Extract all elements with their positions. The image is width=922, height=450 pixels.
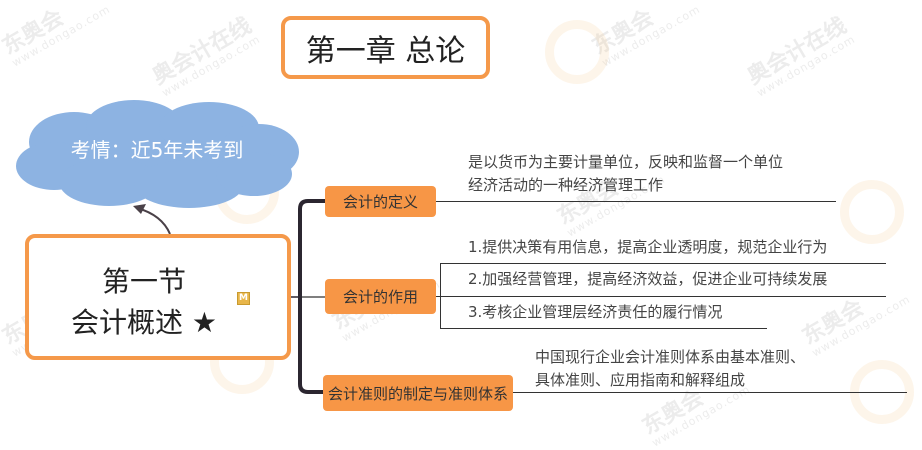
- topic-label: 会计的定义: [342, 193, 418, 211]
- exam-info-text: 考情：近5年未考到: [70, 138, 244, 162]
- function-item-1: 1.提供决策有用信息，提高企业透明度，规范企业行为: [468, 238, 828, 256]
- function-1-underline: [440, 263, 886, 264]
- chapter-title-node[interactable]: 第一章 总论: [281, 16, 490, 79]
- topic-connector: [436, 201, 836, 202]
- memo-icon[interactable]: M: [237, 292, 250, 305]
- definition-detail-line-2: 经济活动的一种经济管理工作: [468, 176, 664, 194]
- topic-connector: [436, 296, 441, 297]
- topic-connector: [513, 392, 907, 393]
- topic-connector: [440, 263, 441, 328]
- section-number: 第一节: [101, 265, 186, 298]
- chapter-title: 第一章 总论: [305, 33, 466, 69]
- topic-accounting-functions[interactable]: 会计的作用: [325, 279, 436, 314]
- function-3-underline: [440, 328, 767, 329]
- cloud-shape-icon: [16, 100, 299, 208]
- topic-label: 会计的作用: [342, 288, 418, 306]
- topic-accounting-standards[interactable]: 会计准则的制定与准则体系: [323, 375, 513, 411]
- standards-detail-line-2: 具体准则、应用指南和解释组成: [535, 371, 746, 389]
- definition-detail-line-1: 是以货币为主要计量单位，反映和监督一个单位: [468, 153, 784, 171]
- function-item-3: 3.考核企业管理层经济责任的履行情况: [468, 303, 723, 321]
- topic-accounting-definition[interactable]: 会计的定义: [325, 186, 436, 217]
- function-item-2: 2.加强经营管理，提高经济效益，促进企业可持续发展: [468, 270, 828, 288]
- topic-label: 会计准则的制定与准则体系: [327, 384, 508, 403]
- section-node[interactable]: 第一节 会计概述 ★ M: [25, 234, 291, 360]
- exam-info-callout[interactable]: 考情：近5年未考到: [14, 100, 300, 210]
- section-title: 会计概述 ★: [70, 306, 217, 339]
- connector-lines: [133, 199, 325, 394]
- standards-detail-line-1: 中国现行企业会计准则体系由基本准则、: [535, 348, 806, 366]
- function-2-underline: [440, 296, 886, 297]
